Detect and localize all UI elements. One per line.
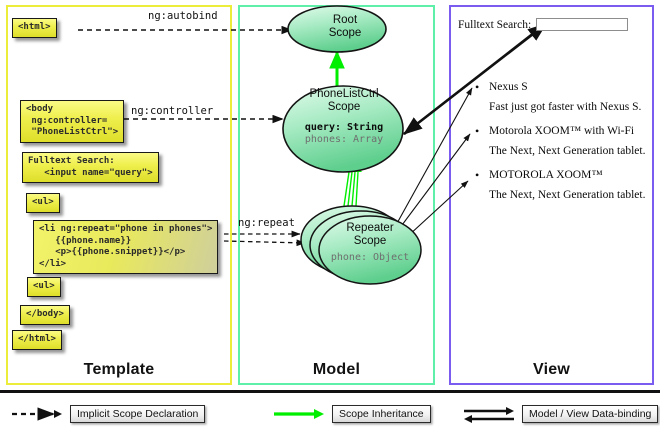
view-search-label: Fulltext Search: xyxy=(458,18,532,31)
legend-label-implicit: Implicit Scope Declaration xyxy=(70,405,206,423)
edge-label-ng-repeat: ng:repeat xyxy=(238,217,295,229)
view-panel-content: Fulltext Search: Nexus S Fast just got f… xyxy=(449,5,654,385)
panel-template-label: Template xyxy=(83,361,155,378)
legend-entry-implicit-scope-declaration: Implicit Scope Declaration xyxy=(10,404,206,424)
legend-entry-data-binding: Model / View Data-binding xyxy=(462,404,659,424)
code-box-body-close: </body> xyxy=(20,305,70,325)
legend-label-databinding: Model / View Data-binding xyxy=(522,405,659,423)
code-box-html-close: </html> xyxy=(12,330,62,350)
list-item-name: MOTOROLA XOOM™ xyxy=(471,165,651,185)
edge-label-ng-autobind: ng:autobind xyxy=(148,10,218,22)
code-box-body-open: <body ng:controller= "PhoneListCtrl"> xyxy=(20,100,125,143)
code-box-li-repeat: <li ng:repeat="phone in phones"> {{phone… xyxy=(33,220,219,274)
panel-view-label: View xyxy=(533,361,570,378)
list-item-name: Motorola XOOM™ with Wi-Fi xyxy=(471,121,651,141)
legend-bar: Implicit Scope Declaration Scope Inherit… xyxy=(0,390,660,435)
code-box-ul-open: <ul> xyxy=(26,193,60,213)
diagram-canvas: Template Model View xyxy=(0,0,660,390)
list-item-snippet: Fast just got faster with Nexus S. xyxy=(489,101,642,113)
dashed-arrow-icon xyxy=(12,407,62,421)
legend-label-inheritance: Scope Inheritance xyxy=(332,405,431,423)
list-item-name: Nexus S xyxy=(471,77,651,97)
legend-entry-scope-inheritance: Scope Inheritance xyxy=(272,404,431,424)
code-box-html-open: <html> xyxy=(12,18,57,38)
double-arrow-icon xyxy=(464,407,514,423)
view-search-input[interactable] xyxy=(536,18,629,31)
view-phone-list: Nexus S Fast just got faster with Nexus … xyxy=(471,77,651,209)
green-arrow-icon xyxy=(274,409,324,419)
panel-model-label: Model xyxy=(312,361,361,378)
panel-model: Model xyxy=(238,5,435,385)
list-item-snippet: The Next, Next Generation tablet. xyxy=(489,145,646,157)
list-item[interactable]: MOTOROLA XOOM™ The Next, Next Generation… xyxy=(471,165,651,206)
list-item[interactable]: Nexus S Fast just got faster with Nexus … xyxy=(471,77,651,118)
edge-label-ng-controller: ng:controller xyxy=(131,105,214,117)
view-search-row: Fulltext Search: xyxy=(458,18,629,31)
code-box-ul-close: <ul> xyxy=(27,277,61,297)
list-item[interactable]: Motorola XOOM™ with Wi-Fi The Next, Next… xyxy=(471,121,651,162)
list-item-snippet: The Next, Next Generation tablet. xyxy=(489,189,646,201)
code-box-fulltext-search: Fulltext Search: <input name="query"> xyxy=(22,152,159,183)
